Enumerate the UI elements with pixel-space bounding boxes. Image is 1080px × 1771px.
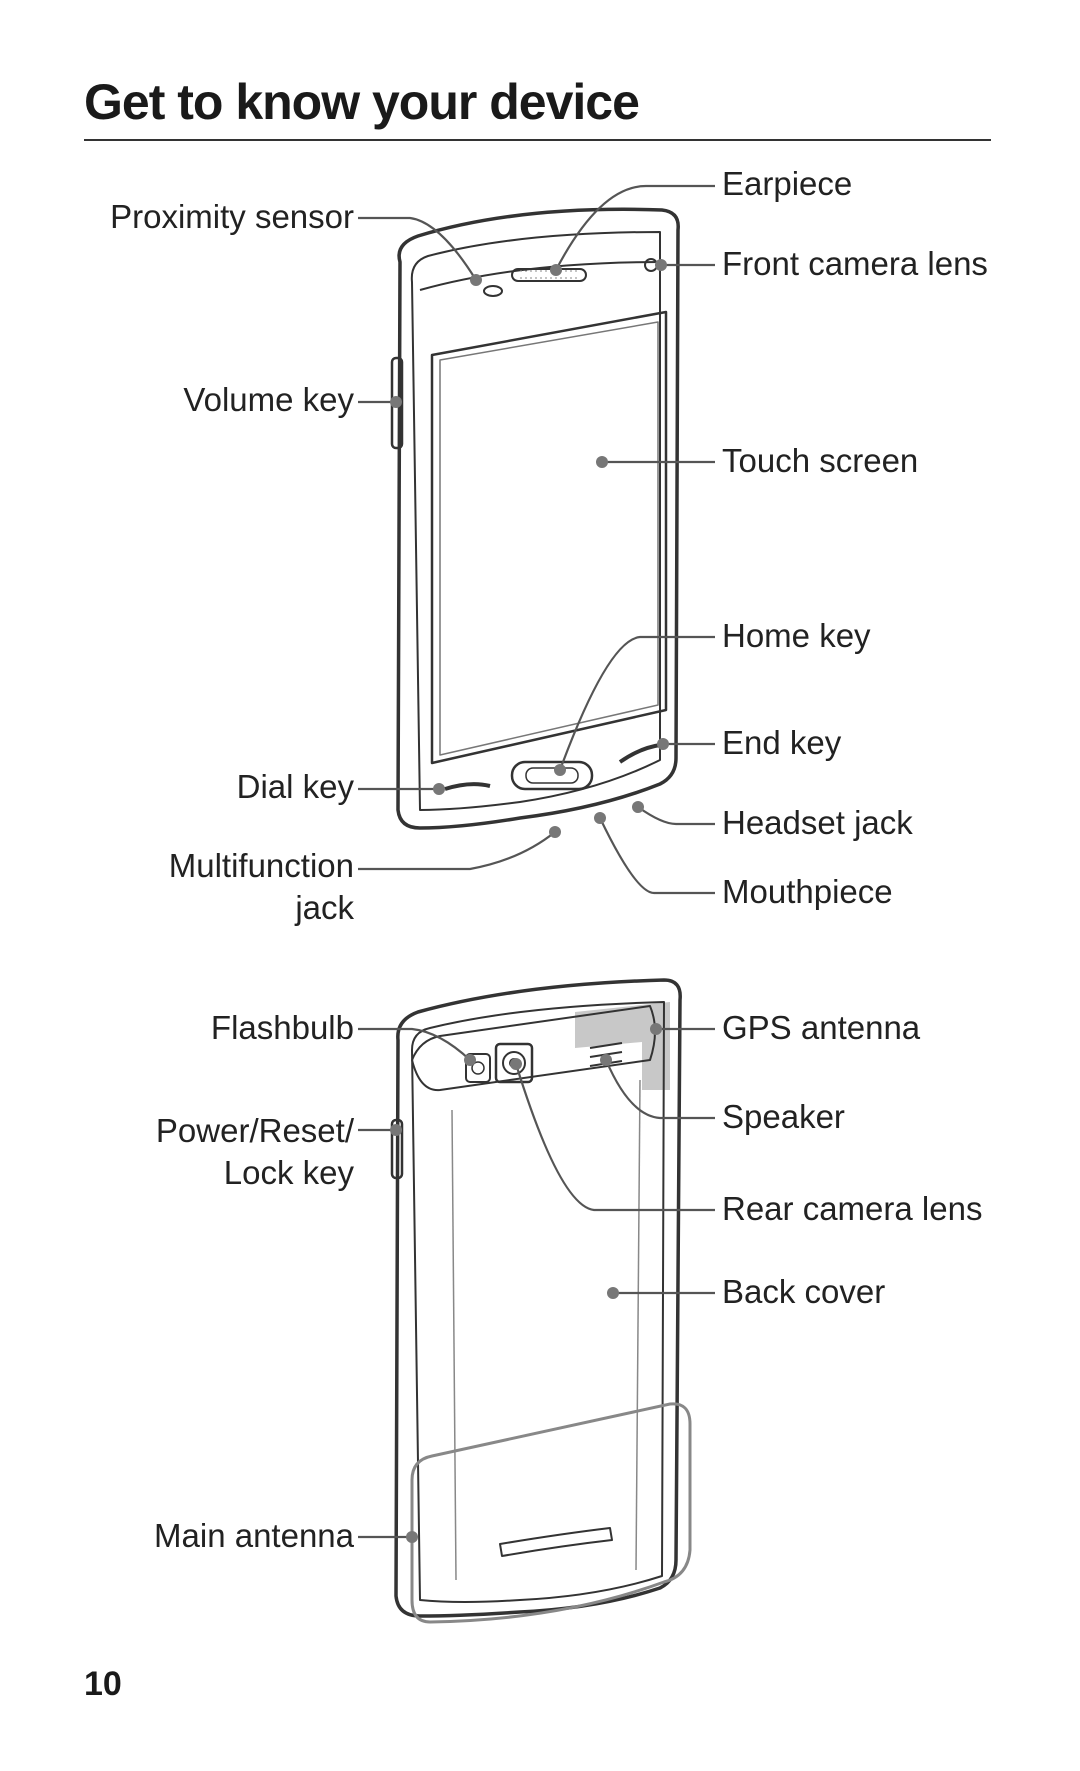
gps-antenna-shade <box>575 1002 670 1090</box>
back-leaders <box>358 1027 715 1539</box>
home-key-leader <box>558 635 715 771</box>
dial-key <box>444 782 491 791</box>
home-key <box>510 760 594 791</box>
front-leader-dots <box>390 259 669 838</box>
bottom-grille <box>499 1527 613 1557</box>
proximity-sensor-dot <box>483 285 503 297</box>
back-phone-body <box>394 978 682 1618</box>
touch-screen-area <box>430 310 668 765</box>
label-main-antenna: Main antenna <box>154 1517 354 1554</box>
label-rear-camera-lens: Rear camera lens <box>722 1190 983 1227</box>
flashbulb-shape <box>465 1053 491 1083</box>
back-cover-panel <box>411 1001 665 1603</box>
earpiece-leader <box>555 184 715 271</box>
screen-inner <box>439 321 659 756</box>
main-antenna-outline <box>410 1402 692 1624</box>
front-phone-inner-edge <box>410 231 661 811</box>
end-key <box>618 743 661 764</box>
label-mouthpiece: Mouthpiece <box>722 873 893 910</box>
earpiece-grille <box>511 268 587 282</box>
label-touch-screen: Touch screen <box>722 442 919 479</box>
back-phone-illustration <box>390 978 682 1618</box>
back-cover-ridge-right <box>635 1079 641 1571</box>
label-gps-antenna: GPS antenna <box>722 1009 921 1046</box>
label-end-key: End key <box>722 724 842 761</box>
label-flashbulb: Flashbulb <box>210 1009 354 1046</box>
label-home-key: Home key <box>722 617 871 654</box>
label-back-cover: Back cover <box>722 1273 886 1310</box>
multifunction-leader <box>358 831 556 871</box>
label-dial-key: Dial key <box>236 768 354 805</box>
power-key-shape <box>390 1118 404 1180</box>
label-proximity-sensor: Proximity sensor <box>110 198 354 235</box>
page-number: 10 <box>84 1665 122 1703</box>
rear-camera-shape <box>494 1042 534 1084</box>
front-phone-illustration <box>390 207 680 830</box>
label-multifunction-jack-line1: Multifunction <box>168 847 354 884</box>
label-front-camera-lens: Front camera lens <box>722 245 988 282</box>
label-volume-key: Volume key <box>183 381 354 418</box>
page-title: Get to know your device <box>84 74 640 130</box>
speaker-leader <box>604 1059 715 1120</box>
proximity-sensor-leader <box>358 216 477 281</box>
flashbulb-leader <box>358 1027 471 1061</box>
back-leader-dots <box>390 1023 662 1543</box>
rear-camera-leader <box>514 1063 715 1212</box>
front-phone-body <box>396 207 680 830</box>
label-headset-jack: Headset jack <box>722 804 913 841</box>
back-cover-ridge-left <box>451 1109 457 1581</box>
label-multifunction-jack-line2: jack <box>295 889 354 926</box>
front-bezel-top <box>419 261 663 291</box>
headset-jack-leader <box>637 806 715 826</box>
label-speaker: Speaker <box>722 1098 845 1135</box>
label-power-key-line1: Power/Reset/ <box>155 1112 354 1149</box>
title-rule <box>84 139 991 141</box>
mouthpiece-leader <box>599 817 715 895</box>
label-earpiece: Earpiece <box>722 165 853 202</box>
front-leaders <box>358 184 715 895</box>
label-power-key-line2: Lock key <box>223 1154 354 1191</box>
